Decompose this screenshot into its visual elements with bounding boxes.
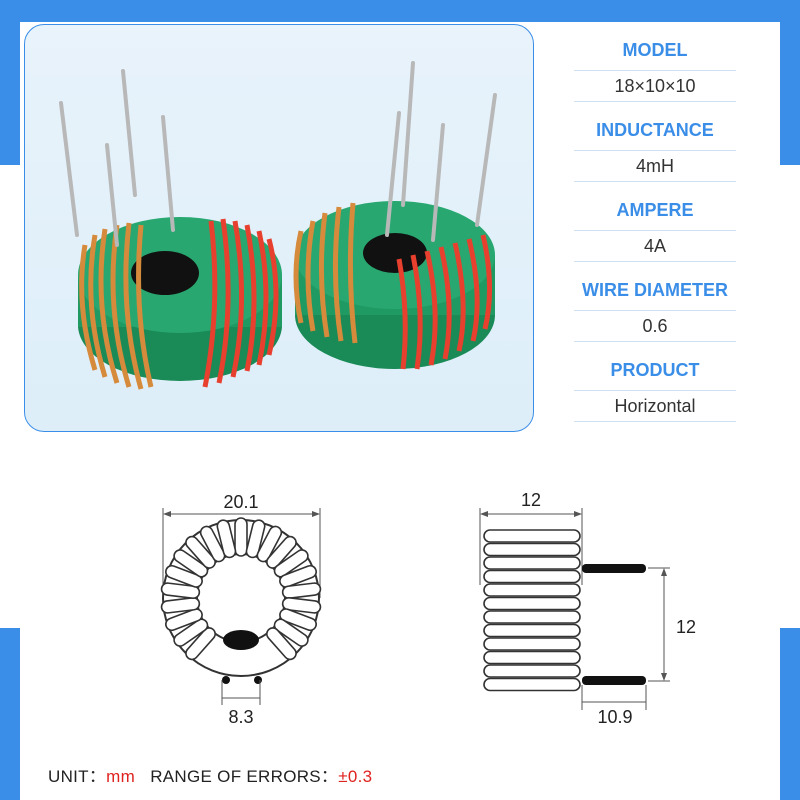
winding-turn [160,582,201,600]
spec-product: PRODUCT Horizontal [574,352,736,432]
winding-turn [266,627,297,661]
side-winding-turn [483,623,581,638]
winding-turn [273,549,309,578]
dim-pin-length: 10.9 [597,707,632,727]
winding-turn [165,608,203,632]
winding-turn [279,564,317,588]
spec-label: INDUCTANCE [596,120,714,140]
winding-turn [256,525,283,563]
side-winding-turn [483,664,581,678]
winding-turn [273,618,309,647]
spec-inductance: INDUCTANCE 4mH [574,112,736,192]
top-frame-bar [0,0,800,22]
winding-turn [279,608,317,632]
range-value: ±0.3 [338,767,373,786]
spec-model: MODEL 18×10×10 [574,32,736,112]
spec-value: 4A [574,230,736,262]
unit-value: mm [106,767,136,786]
unit-label: UNIT： [48,767,107,786]
right-frame-bottom [780,628,800,800]
spec-value: 0.6 [574,310,736,342]
left-frame-bottom [0,628,20,800]
winding-turn [216,519,237,559]
winding-turn [266,535,297,569]
winding-turn [199,525,226,563]
spec-label: AMPERE [616,200,694,220]
side-view-drawing: 12 12 10.9 [479,490,696,727]
toroid-right [293,61,497,370]
spec-value: 4mH [574,150,736,182]
toroid-left [59,69,282,390]
side-winding-turn [483,569,581,584]
winding-turn [281,582,322,600]
winding-turn [281,596,322,614]
winding-turn [173,618,209,647]
dim-side-height: 12 [676,617,696,637]
side-winding-turn [483,650,581,665]
side-winding-turn [483,542,581,557]
winding-turn [160,596,201,614]
spec-ampere: AMPERE 4A [574,192,736,272]
winding-turn [185,627,216,661]
spec-table: MODEL 18×10×10 INDUCTANCE 4mH AMPERE 4A … [574,32,736,432]
spec-wire-diameter: WIRE DIAMETER 0.6 [574,272,736,352]
winding-turn [165,564,203,588]
winding-turn [245,519,266,559]
side-winding-turn [483,596,581,611]
side-winding-turn [483,677,581,692]
front-view-drawing: 20.1 8.3 [160,492,322,727]
side-winding-turn [483,529,581,543]
spec-label: WIRE DIAMETER [582,280,728,300]
side-winding-turn [483,637,581,651]
side-winding-turn [483,583,581,597]
spec-value: Horizontal [574,390,736,422]
spec-label: PRODUCT [610,360,700,380]
spec-label: MODEL [622,40,688,60]
right-frame-top [780,0,800,165]
side-winding-turn [483,556,581,570]
side-winding-turn [483,610,581,624]
winding-turn [185,535,216,569]
range-label: RANGE OF ERRORS： [150,767,339,786]
product-photo [24,24,534,432]
winding-turn [234,517,248,557]
left-frame-top [0,0,20,165]
footer-note: UNIT：mm RANGE OF ERRORS：±0.3 [48,762,372,787]
spec-value: 18×10×10 [574,70,736,102]
winding-turn [173,549,209,578]
dim-pin-spacing: 8.3 [228,707,253,727]
dim-outer-diameter: 20.1 [223,492,258,512]
dim-side-width: 12 [521,490,541,510]
